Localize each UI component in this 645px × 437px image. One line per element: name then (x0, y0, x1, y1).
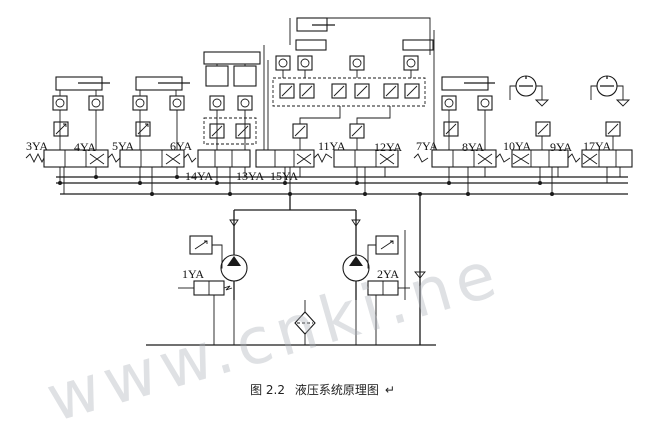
caption-number: 图 2.2 (250, 383, 285, 397)
schematic-drawing: 3YA 4YA 5YA 6YA 14YA 13YA 15YA 11YA 12YA… (25, 17, 633, 346)
check-valve-row (52, 55, 631, 145)
label-4ya: 4YA (74, 140, 96, 154)
label-6ya: 6YA (170, 139, 192, 153)
cylinder-4 (295, 17, 434, 51)
directional-valve-row (25, 149, 633, 168)
label-13ya: 13YA (236, 169, 264, 183)
label-8ya: 8YA (462, 140, 484, 154)
label-11ya: 11YA (318, 139, 346, 153)
caption-mark: ↵ (384, 383, 395, 397)
label-14ya: 14YA (185, 169, 213, 183)
label-12ya: 12YA (374, 140, 402, 154)
cylinder-5 (441, 76, 495, 91)
label-1ya: 1YA (182, 267, 204, 281)
caption-text: 液压系统原理图 (294, 383, 379, 397)
figure-caption: 图 2.2 液压系统原理图 ↵ (0, 381, 645, 398)
cylinder-2 (135, 76, 190, 96)
pump-unit (146, 194, 436, 346)
cylinder-1 (55, 76, 110, 96)
label-10ya: 10YA (503, 139, 531, 153)
label-15ya: 15YA (270, 169, 298, 183)
label-2ya: 2YA (377, 267, 399, 281)
hydraulic-motor-2 (590, 75, 624, 100)
label-9ya: 9YA (550, 140, 572, 154)
label-3ya: 3YA (26, 139, 48, 153)
label-7ya: 7YA (416, 139, 438, 153)
main-pipelines (56, 167, 628, 196)
label-5ya: 5YA (112, 139, 134, 153)
hydraulic-schematic: 3YA 4YA 5YA 6YA 14YA 13YA 15YA 11YA 12YA… (25, 17, 633, 346)
hydraulic-motor-1 (509, 75, 543, 100)
solenoid-labels: 3YA 4YA 5YA 6YA 14YA 13YA 15YA 11YA 12YA… (26, 139, 611, 281)
label-17ya: 17YA (583, 139, 611, 153)
cylinder-3-double (203, 51, 261, 87)
